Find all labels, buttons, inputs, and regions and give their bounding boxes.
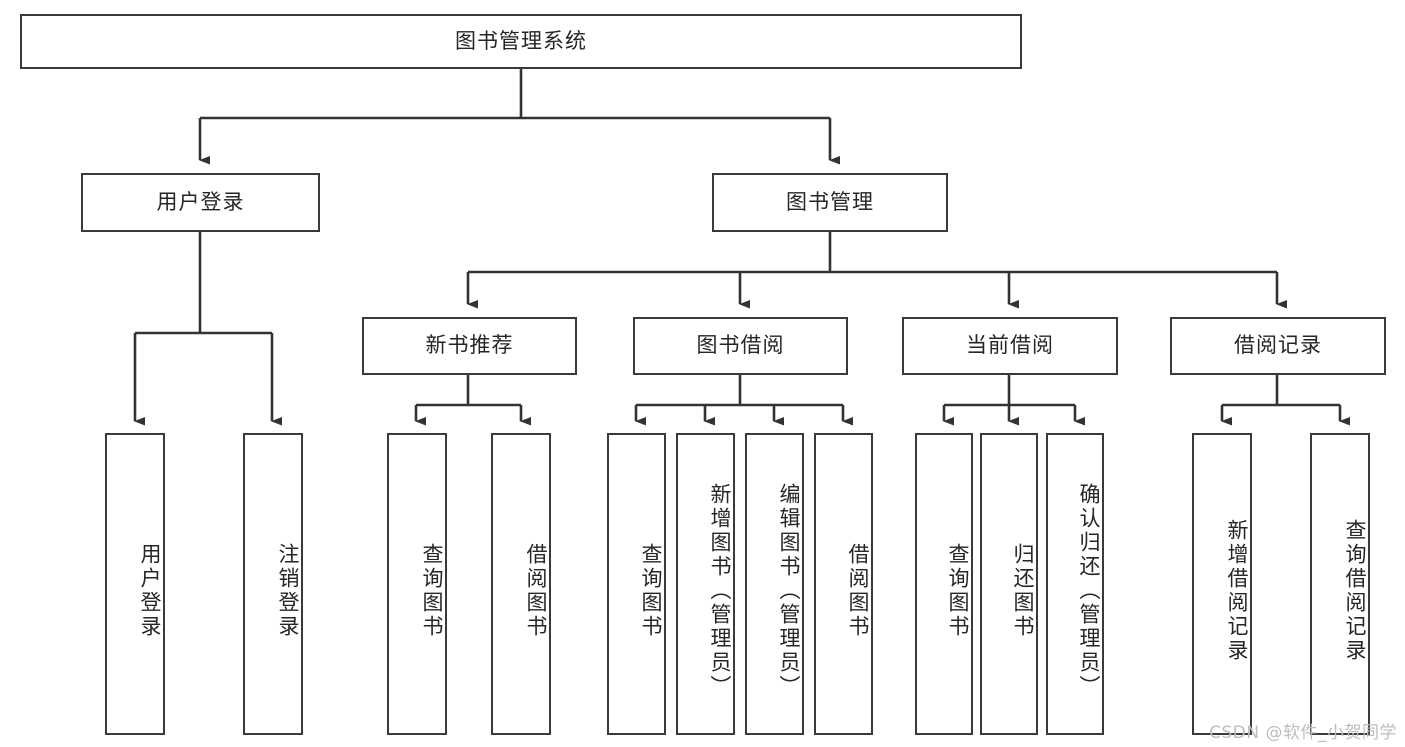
node-label: 图书管理系统 (455, 28, 587, 53)
node-label: 新增借阅记录 (1225, 519, 1249, 663)
node-label: 编辑图书（管理员） (777, 483, 801, 699)
leaf-borrow-borrow-books[interactable]: 借阅图书 (814, 433, 873, 735)
leaf-recommend-borrow-books[interactable]: 借阅图书 (491, 433, 551, 735)
csdn-watermark: CSDN @软件_小贺同学 (1209, 723, 1397, 743)
node-book-management[interactable]: 图书管理 (712, 173, 948, 232)
node-label: 图书借阅 (696, 333, 785, 358)
node-label: 查询图书 (420, 543, 444, 639)
node-label: 查询图书 (639, 543, 663, 639)
node-borrow-records[interactable]: 借阅记录 (1170, 317, 1386, 375)
node-label: 查询图书 (946, 543, 970, 639)
node-label: 图书管理 (786, 189, 874, 214)
node-new-book-recommend[interactable]: 新书推荐 (362, 317, 577, 375)
leaf-records-query-record[interactable]: 查询借阅记录 (1310, 433, 1370, 735)
node-book-borrow[interactable]: 图书借阅 (633, 317, 848, 375)
node-label: 查询借阅记录 (1343, 519, 1367, 663)
node-label: 新书推荐 (425, 333, 514, 358)
leaf-user-logout[interactable]: 注销登录 (243, 433, 303, 735)
leaf-recommend-query-books[interactable]: 查询图书 (387, 433, 447, 735)
leaf-current-confirm-return-admin[interactable]: 确认归还（管理员） (1046, 433, 1104, 735)
node-label: 当前借阅 (966, 333, 1054, 358)
node-current-borrow[interactable]: 当前借阅 (902, 317, 1118, 375)
leaf-user-login[interactable]: 用户登录 (105, 433, 165, 735)
leaf-borrow-edit-book-admin[interactable]: 编辑图书（管理员） (745, 433, 804, 735)
node-label: 注销登录 (276, 543, 300, 639)
leaf-current-return-books[interactable]: 归还图书 (980, 433, 1038, 735)
leaf-records-add-record[interactable]: 新增借阅记录 (1192, 433, 1252, 735)
node-label: 用户登录 (156, 189, 245, 214)
node-label: 用户登录 (138, 543, 162, 639)
node-label: 新增图书（管理员） (708, 483, 732, 699)
node-label: 借阅记录 (1234, 333, 1322, 358)
node-root-system[interactable]: 图书管理系统 (20, 14, 1022, 69)
leaf-borrow-add-book-admin[interactable]: 新增图书（管理员） (676, 433, 735, 735)
node-user-login[interactable]: 用户登录 (81, 173, 320, 232)
node-label: 确认归还（管理员） (1077, 483, 1101, 699)
node-label: 借阅图书 (846, 543, 870, 639)
node-label: 借阅图书 (524, 543, 548, 639)
node-label: 归还图书 (1011, 543, 1035, 639)
leaf-current-query-books[interactable]: 查询图书 (915, 433, 973, 735)
leaf-borrow-query-books[interactable]: 查询图书 (607, 433, 666, 735)
